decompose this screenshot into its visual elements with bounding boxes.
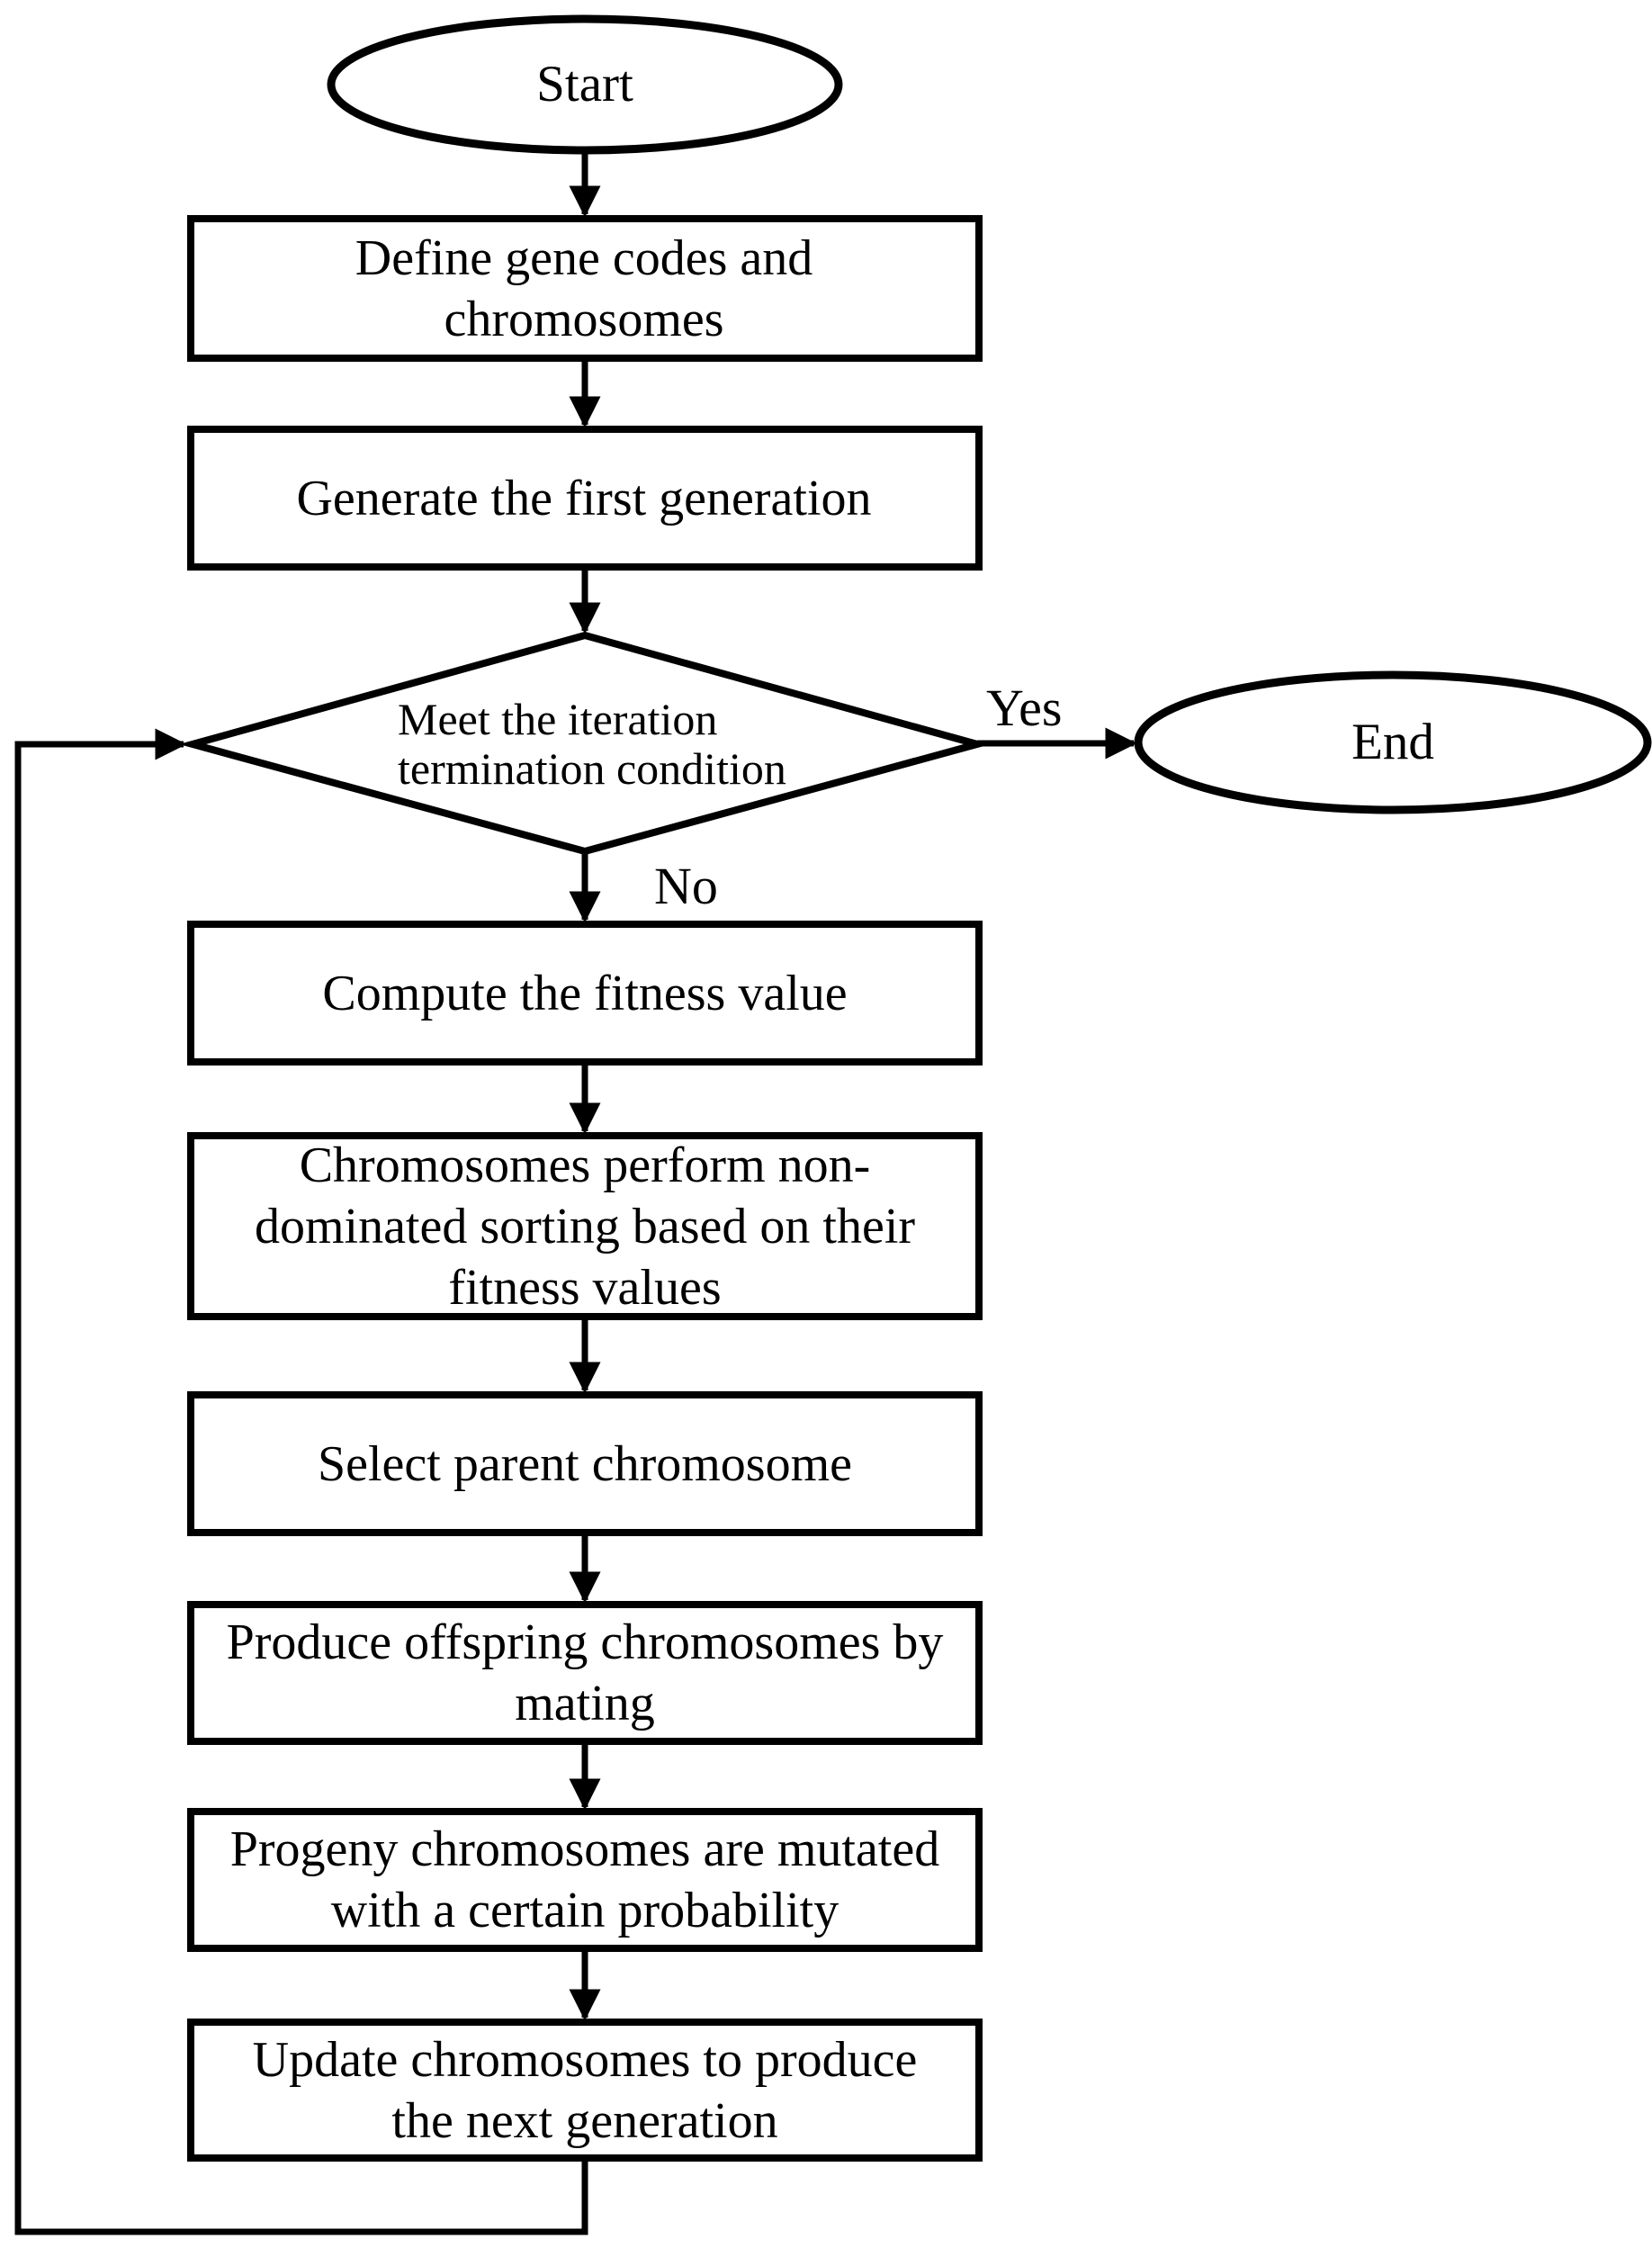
loop-update-to-decision xyxy=(14,728,588,2235)
compute-fitness-node-label: Compute the fitness value xyxy=(322,965,848,1021)
yes-branch-label: Yes xyxy=(986,679,1063,737)
generate-first-generation-node-label: Generate the first generation xyxy=(296,470,872,526)
process-box-mutate-progeny xyxy=(187,1808,983,1952)
select-parent-node-label: Select parent chromosome xyxy=(317,1435,852,1492)
process-box-produce-offspring xyxy=(187,1601,983,1745)
nondominated-sorting-node-label: Chromosomes perform non- dominated sorti… xyxy=(254,1137,916,1316)
process-box-update-chromosomes xyxy=(187,2019,983,2162)
define-genes-node-label: Define gene codes and chromosomes xyxy=(355,229,813,347)
update-chromosomes-node-label: Update chromosomes to produce the next g… xyxy=(252,2031,918,2149)
no-branch-label: No xyxy=(654,857,718,915)
produce-offspring-node-label: Produce offspring chromosomes by mating xyxy=(226,1614,944,1731)
iteration-check-decision-label: Meet the iteration termination condition xyxy=(398,694,786,794)
process-box-compute-fitness xyxy=(187,921,983,1066)
process-box-generate-first-generation xyxy=(187,426,983,571)
start-node-label: Start xyxy=(536,56,633,112)
process-box-select-parent xyxy=(187,1391,983,1536)
end-terminator-shape xyxy=(1134,670,1652,814)
end-node-label: End xyxy=(1351,714,1434,770)
mutate-progeny-node-label: Progeny chromosomes are mutated with a c… xyxy=(229,1821,940,1938)
